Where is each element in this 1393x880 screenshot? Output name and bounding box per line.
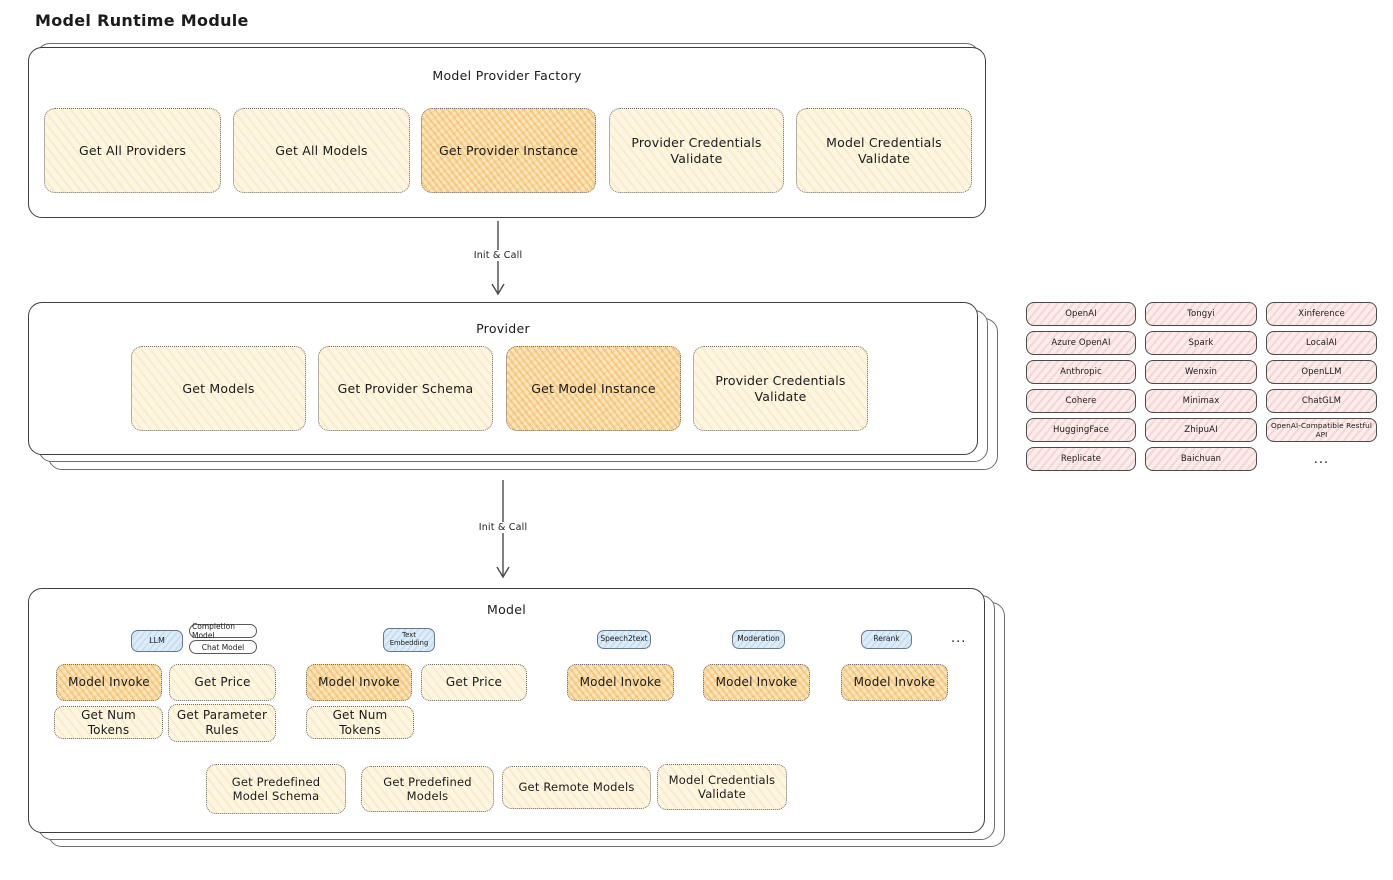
provider-chip-replicate: Replicate <box>1026 447 1136 471</box>
te-get-price: Get Price <box>421 664 527 701</box>
provider-get-model-instance: Get Model Instance <box>506 346 681 431</box>
tag-completion-model: Completion Model <box>189 622 257 640</box>
llm-get-parameter-rules: Get Parameter Rules <box>168 704 276 742</box>
rerank-model-invoke: Model Invoke <box>841 664 948 701</box>
provider-get-provider-schema: Get Provider Schema <box>318 346 493 431</box>
providers-more-ellipsis: ... <box>1313 451 1330 467</box>
provider-chip-tongyi: Tongyi <box>1145 302 1257 326</box>
factory-provider-credentials-validate: Provider Credentials Validate <box>609 108 784 193</box>
provider-chip-openllm: OpenLLM <box>1266 360 1377 384</box>
tag-chat-model: Chat Model <box>189 640 257 654</box>
provider-get-models: Get Models <box>131 346 306 431</box>
arrow-provider-to-model: Init & Call <box>474 480 532 582</box>
provider-chip-azure-openai: Azure OpenAI <box>1026 331 1136 355</box>
llm-get-price: Get Price <box>169 664 276 701</box>
provider-chip-xinference: Xinference <box>1266 302 1377 326</box>
provider-chip-minimax: Minimax <box>1145 389 1257 413</box>
te-model-invoke: Model Invoke <box>306 664 412 701</box>
provider-chip-chatglm: ChatGLM <box>1266 389 1377 413</box>
model-box: Model LLM Completion Model Chat Model Te… <box>28 588 985 833</box>
tag-speech2text: Speech2text <box>597 630 651 649</box>
arrow-factory-to-provider: Init & Call <box>469 221 527 299</box>
te-get-num-tokens: Get Num Tokens <box>306 706 414 739</box>
provider-chip-baichuan: Baichuan <box>1145 447 1257 471</box>
provider-chip-cohere: Cohere <box>1026 389 1136 413</box>
moderation-model-invoke: Model Invoke <box>703 664 810 701</box>
provider-chip-openai: OpenAI <box>1026 302 1136 326</box>
tag-text-embedding: Text Embedding <box>383 628 435 652</box>
get-predefined-models: Get Predefined Models <box>361 766 494 812</box>
tag-llm: LLM <box>131 630 183 652</box>
provider-chip-huggingface: HuggingFace <box>1026 418 1136 442</box>
provider-chip-zhipuai: ZhipuAI <box>1145 418 1257 442</box>
page-title: Model Runtime Module <box>35 11 249 30</box>
provider-box: Provider Get Models Get Provider Schema … <box>28 302 978 455</box>
model-title: Model <box>486 602 527 617</box>
init-call-label-2: Init & Call <box>474 522 532 533</box>
provider-provider-credentials-validate: Provider Credentials Validate <box>693 346 868 431</box>
model-provider-factory-box: Model Provider Factory Get All Providers… <box>28 47 986 218</box>
providers-grid: OpenAI Tongyi Xinference Azure OpenAI Sp… <box>1026 302 1378 471</box>
provider-chip-spark: Spark <box>1145 331 1257 355</box>
tag-moderation: Moderation <box>732 630 785 649</box>
factory-title: Model Provider Factory <box>432 68 582 83</box>
init-call-label-1: Init & Call <box>469 250 527 261</box>
provider-chip-openai-compatible: OpenAI-Compatible Restful API <box>1266 418 1377 442</box>
provider-chip-wenxin: Wenxin <box>1145 360 1257 384</box>
factory-get-all-models: Get All Models <box>233 108 410 193</box>
llm-model-invoke: Model Invoke <box>56 664 162 701</box>
s2t-model-invoke: Model Invoke <box>567 664 674 701</box>
factory-model-credentials-validate: Model Credentials Validate <box>796 108 972 193</box>
provider-chip-localai: LocalAI <box>1266 331 1377 355</box>
get-remote-models: Get Remote Models <box>502 766 651 809</box>
tag-rerank: Rerank <box>861 630 912 649</box>
provider-chip-anthropic: Anthropic <box>1026 360 1136 384</box>
get-predefined-model-schema: Get Predefined Model Schema <box>206 764 346 814</box>
model-more-ellipsis: ... <box>951 631 967 646</box>
factory-get-provider-instance: Get Provider Instance <box>421 108 596 193</box>
factory-get-all-providers: Get All Providers <box>44 108 221 193</box>
provider-title: Provider <box>476 321 530 336</box>
model-credentials-validate: Model Credentials Validate <box>657 764 787 810</box>
llm-get-num-tokens: Get Num Tokens <box>54 706 163 739</box>
